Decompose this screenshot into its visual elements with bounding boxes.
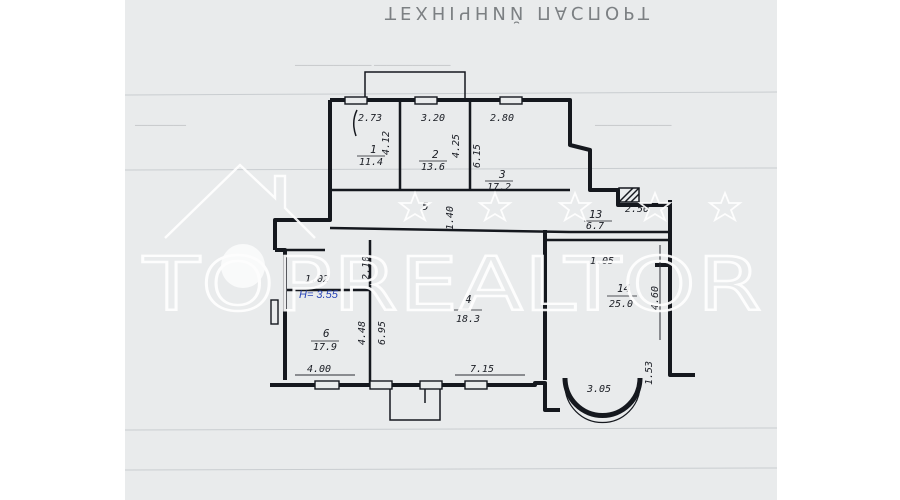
- room-6-number: 6: [323, 327, 330, 340]
- room-3-number: 3: [498, 168, 506, 181]
- watermark: TOPREALTOR: [141, 163, 763, 329]
- room-13-number: 13: [589, 208, 602, 221]
- dim-1-02: 1.02: [305, 274, 329, 285]
- dim-2-50: 2.50: [625, 204, 649, 215]
- room-2-area: 13.6: [421, 162, 445, 173]
- faint-print-line: ────────────: [595, 120, 672, 130]
- dim-4-00: 4.00: [307, 364, 331, 375]
- star-icon: [397, 190, 433, 223]
- wall-bottom: [270, 381, 560, 412]
- dim-2-80: 2.80: [490, 113, 514, 124]
- wall-right: [668, 200, 695, 377]
- room-14-number: 14: [617, 282, 630, 295]
- room-1-area: 11.4: [359, 157, 383, 168]
- star-icon: [557, 190, 593, 223]
- watermark-text: TOPREALTOR: [142, 242, 763, 328]
- room-3-area: 17.2: [487, 182, 511, 193]
- room-4-area: 18.3: [456, 314, 480, 325]
- wall-left-upper: [273, 100, 332, 250]
- dim-1-53: 1.53: [644, 361, 655, 385]
- faint-print-line: ──────────── ────────────: [295, 60, 451, 70]
- star-icon: [477, 190, 513, 223]
- windows: [270, 96, 523, 390]
- dimension-labels: 2.73 3.20 2.80 4.12 4.25 6.15 1.40 2.10 …: [305, 113, 661, 395]
- room-2-number: 2: [432, 148, 439, 161]
- room-14-area: 25.0: [609, 299, 633, 310]
- watermark-globe-icon: [221, 244, 265, 288]
- dim-6-95: 6.95: [377, 321, 388, 345]
- dim-2-10: 2.10: [361, 256, 372, 280]
- faint-print-line: ────────: [135, 120, 187, 130]
- room-4-number: 4: [465, 293, 472, 306]
- ceiling-height-note: Н= 3.55: [299, 289, 339, 301]
- dimension-lines: [295, 245, 661, 376]
- bay-window: [562, 377, 643, 418]
- dim-1-05: 1.05: [590, 256, 614, 267]
- interior-walls: [285, 100, 670, 385]
- dim-2-73: 2.73: [358, 113, 382, 124]
- floor-plan: 2.73 3.20 2.80 4.12 4.25 6.15 1.40 2.10 …: [125, 71, 777, 471]
- dim-3-20: 3.20: [420, 113, 445, 124]
- wall-upper-block: [330, 98, 672, 207]
- walls: [270, 98, 695, 412]
- star-icon: [707, 190, 743, 223]
- dim-4-25: 4.25: [451, 134, 462, 158]
- room-6-area: 17.9: [313, 342, 337, 353]
- house-roof-icon: [164, 163, 316, 239]
- dim-6-15: 6.15: [472, 144, 483, 168]
- dim-7-15: 7.15: [470, 364, 494, 375]
- dim-4-60: 4.60: [650, 286, 661, 310]
- room-13-area: 6.7: [586, 221, 604, 232]
- room-1-number: 1: [370, 143, 377, 156]
- dim-4-48: 4.48: [357, 321, 368, 345]
- passport-sheet: ТЕХНІЧНИЙ ПАСПОРТ ──────────── ─────────…: [125, 0, 777, 500]
- watermark-stars: [397, 190, 743, 223]
- dim-1-40: 1.40: [445, 206, 456, 230]
- dim-3-05: 3.05: [586, 384, 611, 395]
- stair-hatch: [618, 187, 640, 203]
- dim-4-12: 4.12: [381, 131, 392, 155]
- star-icon: [637, 190, 673, 223]
